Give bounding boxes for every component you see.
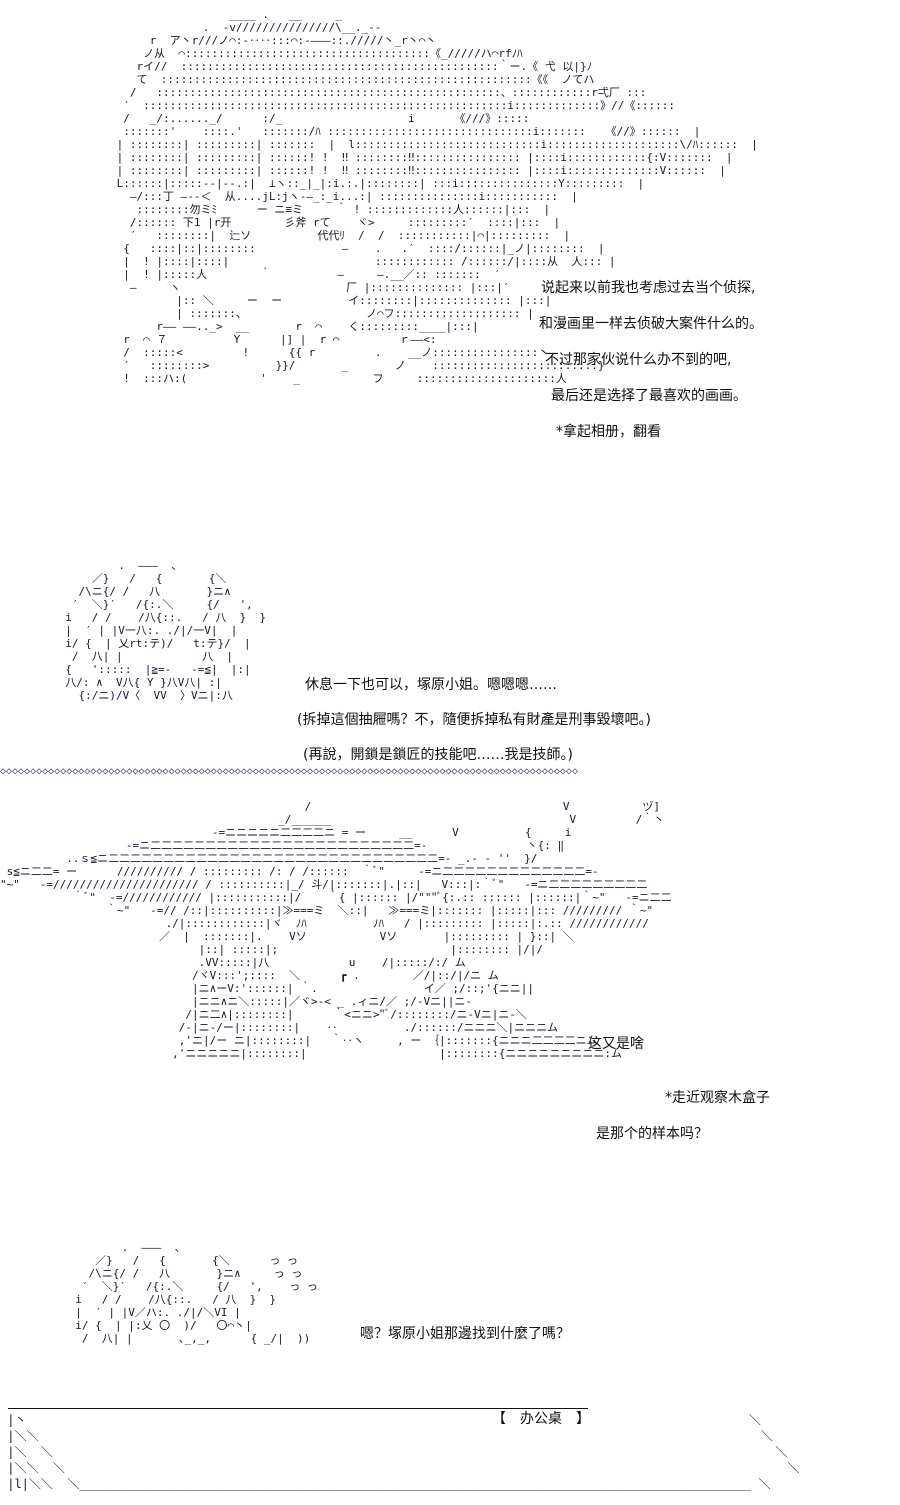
dialogue-line: 嗯？塚原小姐那邊找到什麼了嗎？ (360, 1326, 570, 1342)
character-art-detective: ____ . __ _ . -v///////////////\__._-- r… (116, 8, 758, 385)
thought-line: (拆掉這個抽屜嗎？不，隨便拆掉私有財產是刑事毀壞吧。) (297, 712, 651, 728)
dialogue-line: 最后还是选择了最喜欢的画画。 (551, 388, 747, 404)
action-line: *拿起相册，翻看 (556, 424, 661, 440)
character-art-technician: . ――― 、 ／} / { {＼ /\ニ{/ / 八 }ニ∧ ′ ＼}′ /{… (65, 559, 267, 702)
panel-3: / V ヅ] _/______ V /｀丶 -=ニニニニニ二二二二ニ = (0, 790, 900, 1170)
dialogue-line: 和漫画里一样去侦破大案件什么的。 (539, 316, 763, 332)
dialogue-line: 说起来以前我也考虑过去当个侦探, (541, 280, 756, 296)
desk-art: |丶 ＼ |＼＼ (7, 1413, 800, 1491)
character-art-technician: . ――― 、 ／} / { {＼ っ っ /\ニ{/ / 八 }ニ∧ っ っ … (75, 1241, 318, 1345)
panel-1: ____ . __ _ . -v///////////////\__._-- r… (0, 0, 900, 520)
thought-line: (再說，開鎖是鎖匠的技能吧……我是技師。) (303, 747, 573, 763)
panel-4: . ――― 、 ／} / { {＼ っ っ /\ニ{/ / 八 }ニ∧ っ っ … (0, 1235, 900, 1505)
location-label: 【 办公桌 】 (492, 1411, 590, 1427)
panel-divider: ◇◇◇◇◇◇◇◇◇◇◇◇◇◇◇◇◇◇◇◇◇◇◇◇◇◇◇◇◇◇◇◇◇◇◇◇◇◇◇◇… (0, 766, 578, 777)
character-art-hat: / V ヅ] _/______ V /｀丶 -=ニニニニニ二二二二ニ = (0, 800, 672, 1060)
dialogue-line: 不过那家伙说什么办不到的吧, (545, 352, 732, 368)
action-line: *走近观察木盒子 (665, 1090, 770, 1106)
dialogue-line: 休息一下也可以，塚原小姐。嗯嗯嗯…… (305, 677, 557, 693)
panel-2: . ――― 、 ／} / { {＼ /\ニ{/ / 八 }ニ∧ ′ ＼}′ /{… (0, 555, 900, 765)
desk-edge (8, 1408, 588, 1409)
dialogue-line: 这又是啥 (588, 1036, 644, 1052)
dialogue-line: 是那个的样本吗？ (596, 1126, 708, 1142)
